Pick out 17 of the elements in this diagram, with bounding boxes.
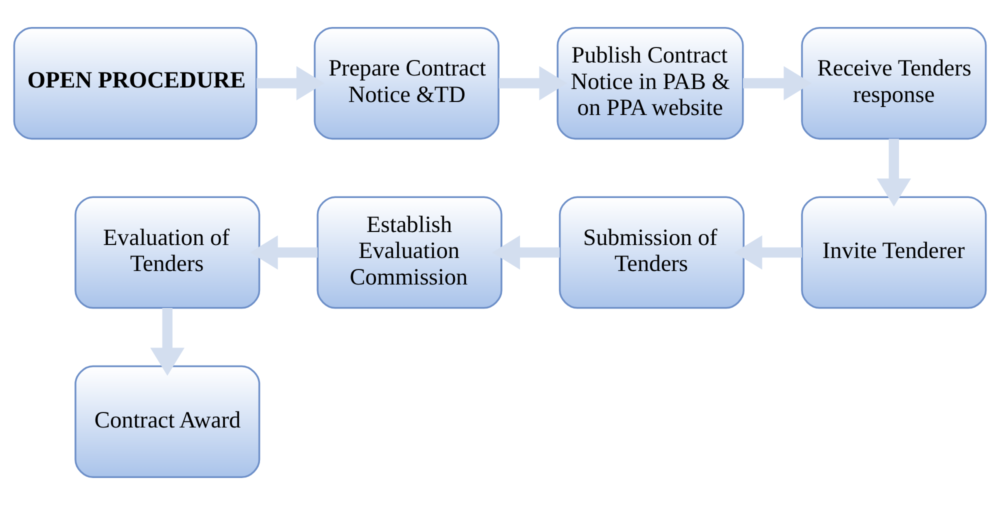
node-box: Receive Tenders response — [801, 26, 987, 140]
node-box: Publish Contract Notice in PAB & on PPA website — [556, 26, 744, 140]
node-box: Prepare Contract Notice &TD — [314, 26, 500, 140]
node-box: Submission of Tenders — [558, 196, 744, 309]
arrow — [734, 235, 802, 270]
node-box: Evaluation of Tenders — [74, 196, 260, 309]
arrow — [256, 66, 324, 100]
arrow — [150, 308, 185, 376]
node-box: Invite Tenderer — [801, 196, 987, 309]
node-box: Establish Evaluation Commission — [316, 196, 502, 309]
arrow — [250, 235, 318, 270]
node-box: Contract Award — [74, 365, 260, 478]
arrow — [492, 235, 560, 270]
node-box: OPEN PROCEDURE — [13, 26, 258, 140]
arrow — [498, 66, 568, 100]
arrow — [743, 66, 812, 100]
arrow — [876, 138, 912, 207]
